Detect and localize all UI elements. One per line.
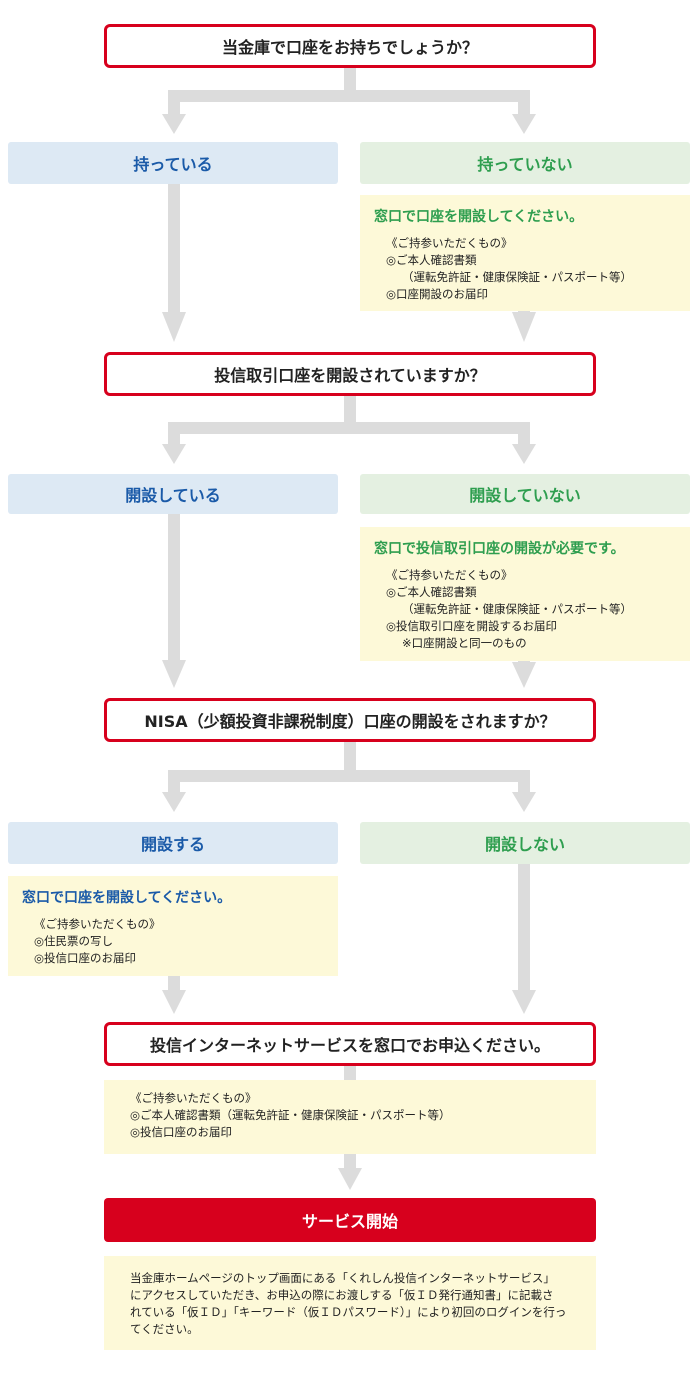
answer-yes-2: 開設している bbox=[8, 474, 338, 514]
question-box-1: 当金庫で口座をお持ちでしょうか？ bbox=[104, 24, 596, 68]
answer-yes-3: 開設する bbox=[8, 822, 338, 864]
service-start-banner: サービス開始 bbox=[104, 1198, 596, 1242]
answer-no-2: 開設していない bbox=[360, 474, 690, 514]
note-line: 《ご持参いただくもの》 bbox=[130, 1091, 257, 1105]
note-open-nisa-account: 窓口で口座を開設してください。 《ご持参いただくもの》 ◎住民票の写し ◎投信口… bbox=[8, 876, 338, 976]
question-box-apply: 投信インターネットサービスを窓口でお申込ください。 bbox=[104, 1022, 596, 1066]
answer-yes-2-label: 開設している bbox=[125, 486, 221, 505]
note-line: 当金庫ホームページのトップ画面にある「くれしん投信インターネットサービス」 bbox=[130, 1271, 555, 1285]
answer-no-3-label: 開設しない bbox=[484, 835, 565, 854]
question-box-2: 投信取引口座を開設されていますか？ bbox=[104, 352, 596, 396]
answer-no-2-label: 開設していない bbox=[469, 486, 581, 505]
answer-yes-1-label: 持っている bbox=[133, 155, 213, 174]
note-line: れている「仮ＩＤ」「キーワード（仮ＩＤパスワード）」により初回のログインを行っ bbox=[130, 1305, 567, 1319]
note-open-account: 窓口で口座を開設してください。 《ご持参いただくもの》 ◎ご本人確認書類 （運転… bbox=[360, 195, 690, 311]
answer-yes-1: 持っている bbox=[8, 142, 338, 184]
note-line: ◎ご本人確認書類 bbox=[386, 253, 477, 267]
note-line: ◎ご本人確認書類（運転免許証・健康保険証・パスポート等） bbox=[130, 1108, 451, 1122]
answer-no-3: 開設しない bbox=[360, 822, 690, 864]
note-line: てください。 bbox=[130, 1322, 199, 1336]
note-line: 《ご持参いただくもの》 bbox=[34, 917, 161, 931]
note-line: 《ご持参いただくもの》 bbox=[386, 568, 513, 582]
note-line: ◎住民票の写し bbox=[34, 934, 114, 948]
note-open-trust-account-heading: 窓口で投信取引口座の開設が必要です。 bbox=[374, 541, 625, 557]
note-line: ※口座開設と同一のもの bbox=[402, 636, 527, 650]
apply-text: 投信インターネットサービスを窓口でお申込ください。 bbox=[149, 1036, 550, 1055]
note-apply-items: 《ご持参いただくもの》 ◎ご本人確認書類（運転免許証・健康保険証・パスポート等）… bbox=[104, 1080, 596, 1154]
note-line: ◎投信取引口座を開設するお届印 bbox=[386, 619, 558, 633]
note-line: 《ご持参いただくもの》 bbox=[386, 236, 513, 250]
question-3-text: NISA（少額投資非課税制度）口座の開設をされますか？ bbox=[144, 712, 556, 731]
answer-no-1-label: 持っていない bbox=[477, 155, 573, 174]
note-line: ◎口座開設のお届印 bbox=[386, 287, 489, 301]
note-line: （運転免許証・健康保険証・パスポート等） bbox=[402, 270, 632, 284]
note-line: （運転免許証・健康保険証・パスポート等） bbox=[402, 602, 632, 616]
note-line: ◎投信口座のお届印 bbox=[34, 951, 137, 965]
note-service-start: 当金庫ホームページのトップ画面にある「くれしん投信インターネットサービス」 にア… bbox=[104, 1256, 596, 1350]
note-open-trust-account: 窓口で投信取引口座の開設が必要です。 《ご持参いただくもの》 ◎ご本人確認書類 … bbox=[360, 527, 690, 661]
question-box-3: NISA（少額投資非課税制度）口座の開設をされますか？ bbox=[104, 698, 596, 742]
note-line: ◎投信口座のお届印 bbox=[130, 1125, 233, 1139]
note-open-nisa-account-heading: 窓口で口座を開設してください。 bbox=[22, 890, 232, 906]
question-2-text: 投信取引口座を開設されていますか？ bbox=[214, 366, 486, 385]
question-1-text: 当金庫で口座をお持ちでしょうか？ bbox=[221, 38, 478, 57]
answer-no-1: 持っていない bbox=[360, 142, 690, 184]
service-start-title: サービス開始 bbox=[301, 1212, 398, 1231]
answer-yes-3-label: 開設する bbox=[140, 835, 205, 854]
note-open-account-heading: 窓口で口座を開設してください。 bbox=[374, 209, 584, 225]
note-line: にアクセスしていただき、お申込の際にお渡しする「仮ＩＤ発行通知書」に記載さ bbox=[130, 1288, 554, 1302]
note-line: ◎ご本人確認書類 bbox=[386, 585, 477, 599]
